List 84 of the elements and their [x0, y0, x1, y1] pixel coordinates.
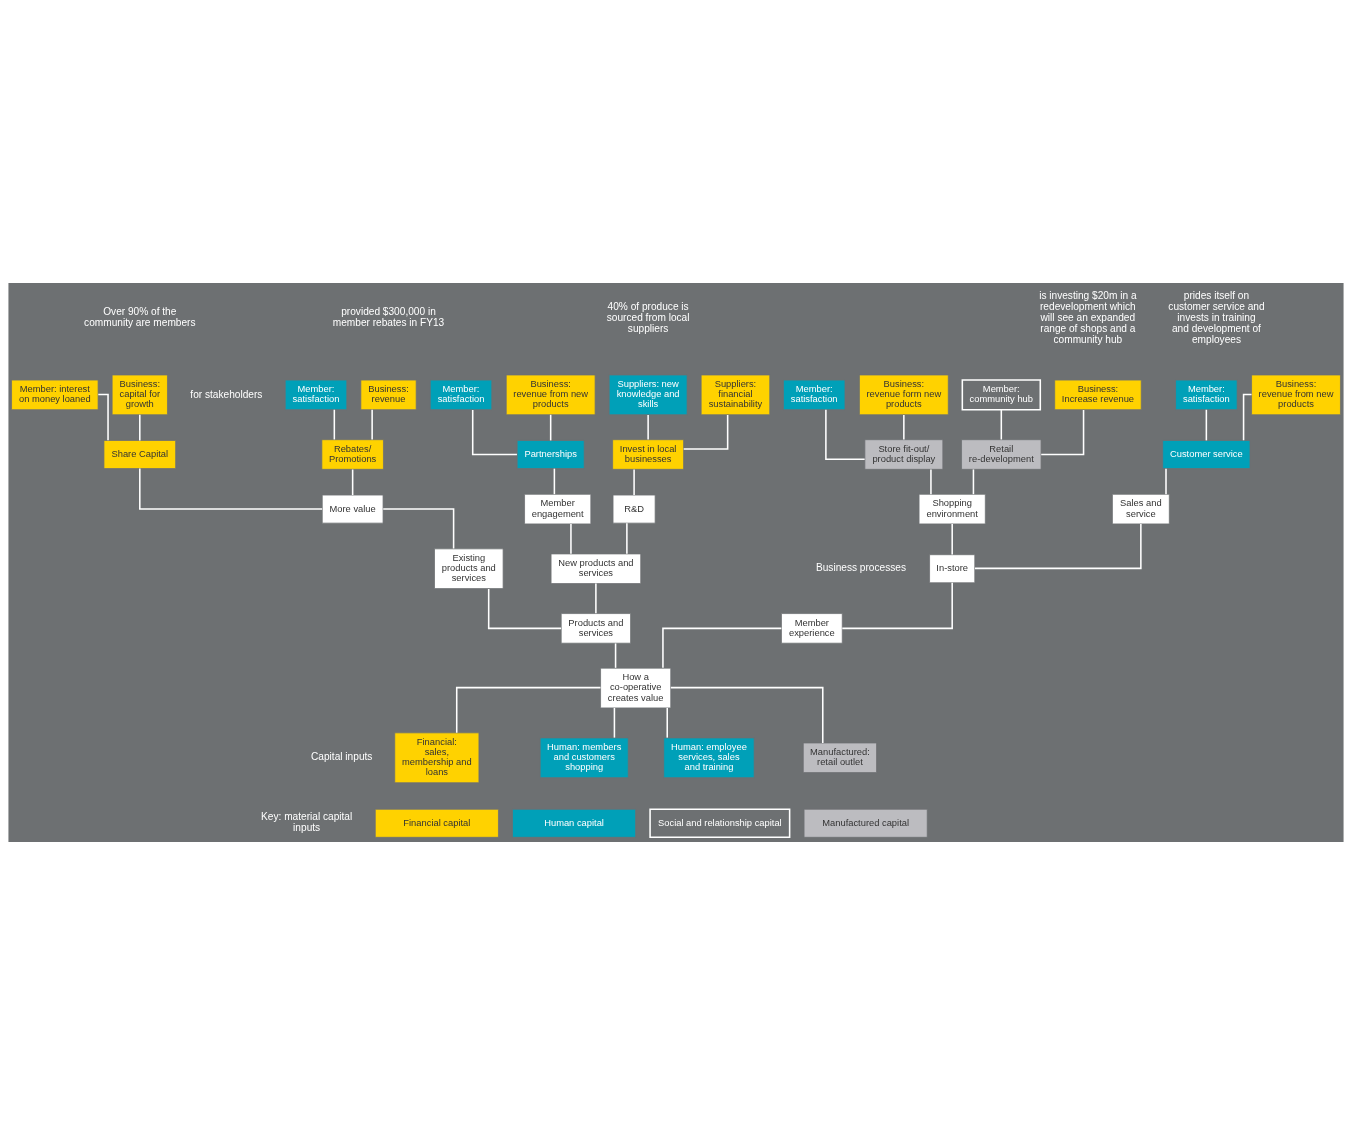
legend-label: Financial capital [403, 817, 471, 828]
label: is investing $20m in a redevelopment which will see an expanded range of shops and a community hub [1039, 289, 1137, 345]
node-box: Rebates/ Promotions [321, 438, 384, 470]
connector [549, 413, 552, 441]
node-box: Member: satisfaction [783, 379, 846, 410]
connector [972, 468, 975, 495]
node-box: Invest in local businesses [612, 438, 684, 470]
connector [633, 468, 635, 496]
connector [487, 587, 562, 629]
node-box: Member: satisfaction [429, 379, 493, 410]
node-box: Financial: sales, membership and loans [394, 731, 480, 783]
node-box: Business: revenue from new products [1251, 374, 1341, 415]
node-box: In-store [929, 553, 976, 583]
node-box: Member engagement [524, 493, 592, 524]
connector [974, 522, 1142, 569]
connector [1205, 408, 1208, 441]
connector [841, 581, 953, 629]
label: Capital inputs [311, 750, 373, 762]
connector [371, 408, 373, 440]
node-box: Sales and service [1112, 493, 1170, 524]
connector [351, 468, 354, 496]
node-box: Member: community hub [961, 378, 1042, 410]
node-box: Human: employee services, sales and training [663, 737, 755, 778]
legend-label: Manufactured capital [822, 817, 910, 828]
node-box: Suppliers: new knowledge and skills [608, 374, 688, 415]
node-box: New products and services [550, 553, 642, 584]
connector [614, 642, 617, 669]
node-box: Member experience [781, 612, 843, 644]
node-box: Suppliers: financial sustainability [700, 374, 771, 415]
label: 40% of produce is sourced from local suppliers [606, 300, 690, 334]
label: Business processes [815, 561, 906, 573]
node-box: Business: revenue [360, 379, 417, 410]
legend-label: Social and relationship capital [658, 817, 782, 828]
connector [1040, 408, 1085, 455]
connector [670, 686, 824, 744]
label: provided $300,000 in member rebates in FY13 [332, 305, 445, 328]
node-box: Share Capital [103, 439, 177, 469]
node-box: Member: satisfaction [1175, 379, 1238, 410]
node-box: Business: revenue from new products [505, 374, 596, 415]
label: prides itself on customer service and invests in training and development of employees [1168, 289, 1265, 345]
node-box: Business: Increase revenue [1054, 379, 1142, 410]
node-box: R&D [612, 494, 656, 523]
connector [570, 522, 572, 554]
connector [382, 507, 455, 549]
connector [1000, 408, 1003, 440]
label: for stakeholders [190, 388, 263, 400]
connector [553, 467, 556, 495]
node-box: Existing products and services [434, 547, 504, 589]
node-box: Customer service [1162, 439, 1251, 469]
node-box: Member: interest on money loaned [11, 379, 99, 410]
connector [825, 408, 866, 460]
connector [595, 582, 597, 614]
connector [97, 393, 109, 441]
connector [455, 686, 602, 733]
node-box: Store fit-out/ product display [864, 438, 944, 470]
node-box: Member: satisfaction [284, 379, 348, 410]
label: Key: material capital inputs [261, 810, 353, 833]
connector [471, 408, 518, 455]
connector [662, 627, 783, 669]
label: Over 90% of the community are members [84, 305, 196, 328]
node-box: Human: members and customers shopping [539, 737, 629, 778]
connector [903, 413, 905, 440]
connector [1165, 467, 1167, 495]
node-box: Products and services [560, 612, 631, 644]
connector [139, 467, 323, 510]
connector [626, 522, 628, 554]
node-box: Retail re-development [961, 438, 1042, 470]
connector [930, 468, 932, 495]
connector [682, 413, 729, 450]
connector [139, 413, 141, 441]
connector [333, 408, 336, 440]
node-box: How a co-operative creates value [600, 667, 672, 708]
connector [951, 522, 953, 555]
connector [1242, 393, 1253, 441]
connector [613, 706, 616, 738]
legend-label: Human capital [544, 817, 604, 828]
node-box: Shopping environment [918, 493, 986, 524]
node-box: More value [321, 494, 384, 523]
node-box: Business: capital for growth [111, 374, 168, 415]
node-box: Partnerships [516, 439, 585, 469]
node-box: Business: revenue form new products [859, 374, 949, 415]
connector [647, 413, 649, 440]
connector [666, 706, 668, 738]
node-box: Manufactured: retail outlet [802, 742, 877, 773]
